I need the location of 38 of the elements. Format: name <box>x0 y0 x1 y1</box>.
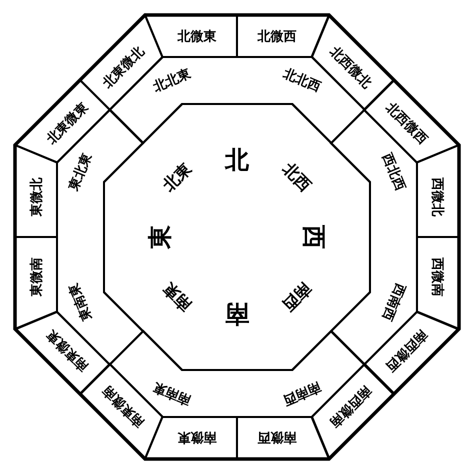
direction-label: 西微南 <box>432 257 444 296</box>
direction-label: 東北東 <box>66 151 94 192</box>
direction-label: 南南東 <box>151 380 192 408</box>
direction-label: 北微西 <box>257 30 296 42</box>
direction-label: 西南西 <box>380 282 408 323</box>
direction-label: 北西微北 <box>328 44 374 90</box>
direction-label: 南西微南 <box>328 384 374 430</box>
direction-label: 北東微東 <box>44 100 90 146</box>
center-octagon <box>104 104 370 370</box>
direction-label: 西微北 <box>432 178 444 216</box>
direction-label: 西北西 <box>380 151 408 192</box>
direction-label: 南東微東 <box>44 328 90 374</box>
direction-label: 北北西 <box>282 66 323 94</box>
direction-label: 東南東 <box>66 282 94 323</box>
outer-cell <box>417 145 459 237</box>
direction-label: 南東 <box>160 279 195 314</box>
direction-label: 北西 <box>279 160 314 195</box>
direction-label: 東 <box>149 225 173 249</box>
direction-label: 東微南 <box>30 257 42 296</box>
direction-label: 北東微北 <box>100 44 146 90</box>
direction-label: 北東 <box>160 160 195 195</box>
direction-label: 南微東 <box>178 432 216 444</box>
direction-label: 西 <box>301 225 325 249</box>
direction-label: 北北東 <box>151 66 192 94</box>
outer-cell <box>237 15 329 57</box>
direction-label: 北西微西 <box>384 100 430 146</box>
direction-label: 南微西 <box>257 432 296 444</box>
outer-cell <box>145 417 237 459</box>
outer-cell <box>417 237 459 329</box>
direction-label: 南東微南 <box>100 384 146 430</box>
direction-label: 南 <box>225 301 249 325</box>
outer-cell <box>237 417 329 459</box>
direction-label: 南南西 <box>282 380 323 408</box>
direction-label: 南西 <box>279 279 314 314</box>
direction-label: 北 <box>225 149 249 173</box>
direction-label: 北微東 <box>178 30 216 42</box>
direction-label: 東微北 <box>30 178 42 216</box>
direction-label: 南西微西 <box>384 328 430 374</box>
